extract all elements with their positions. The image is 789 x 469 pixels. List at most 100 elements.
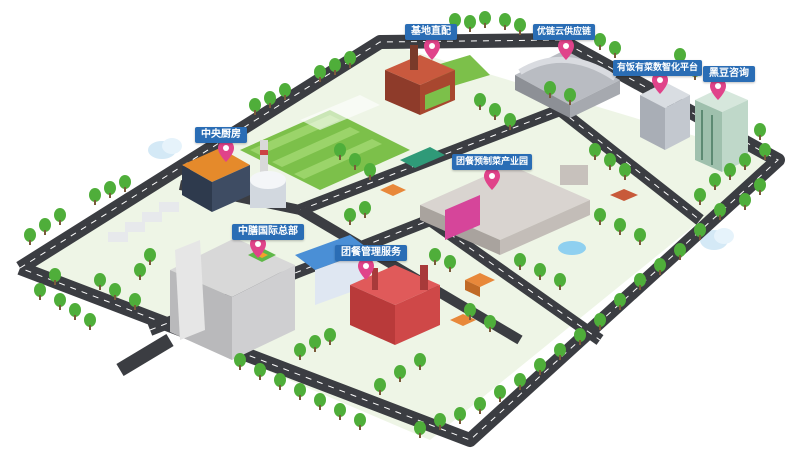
tree	[444, 255, 456, 269]
tree	[739, 193, 751, 207]
tree-trunk	[354, 165, 356, 170]
tree	[634, 228, 646, 242]
label-youfan-pingtai[interactable]: 有饭有菜数智化平台	[613, 60, 703, 76]
building-heidou	[695, 88, 748, 172]
tree	[344, 208, 356, 222]
tree	[514, 373, 526, 387]
tree	[674, 243, 686, 257]
tree-trunk	[699, 235, 701, 240]
tree	[674, 48, 686, 62]
tree-trunk	[299, 355, 301, 360]
tree	[604, 153, 616, 167]
tree-trunk	[614, 53, 616, 58]
tree	[89, 188, 101, 202]
tree-trunk	[284, 95, 286, 100]
tree	[514, 18, 526, 32]
tree-trunk	[519, 265, 521, 270]
tree-trunk	[339, 155, 341, 160]
tree	[724, 163, 736, 177]
tree	[324, 328, 336, 342]
tree-trunk	[624, 175, 626, 180]
tree	[554, 343, 566, 357]
tree	[464, 15, 476, 29]
tree-trunk	[469, 315, 471, 320]
tree	[374, 378, 386, 392]
tree-trunk	[519, 30, 521, 35]
tree	[109, 283, 121, 297]
tree-trunk	[679, 255, 681, 260]
tree	[119, 175, 131, 189]
tree-trunk	[419, 365, 421, 370]
tree-trunk	[559, 355, 561, 360]
tree	[354, 413, 366, 427]
tree-trunk	[99, 285, 101, 290]
label-tuancan-yuzhicai-chanyeyuan[interactable]: 团餐预制菜产业园	[452, 154, 533, 170]
label-zhongyang-chufang[interactable]: 中央厨房	[195, 127, 247, 143]
tree	[739, 153, 751, 167]
location-pin-dot	[563, 43, 569, 49]
tree-trunk	[579, 340, 581, 345]
location-pin-dot	[657, 77, 663, 83]
tree-trunk	[479, 409, 481, 414]
location-pin-dot	[489, 173, 495, 179]
tree	[134, 263, 146, 277]
tree	[564, 88, 576, 102]
tree-trunk	[434, 260, 436, 265]
tree	[129, 293, 141, 307]
tree-trunk	[109, 193, 111, 198]
tree	[514, 253, 526, 267]
tree	[104, 181, 116, 195]
tree-trunk	[619, 230, 621, 235]
building-tuancan-guanli	[350, 265, 440, 345]
label-tuancan-guanli-fuwu[interactable]: 团餐管理服务	[335, 245, 407, 261]
tree-trunk	[449, 267, 451, 272]
tree-trunk	[619, 305, 621, 310]
tree	[594, 33, 606, 47]
tree-trunk	[254, 110, 256, 115]
tree	[709, 173, 721, 187]
tree	[589, 143, 601, 157]
location-pin-dot	[363, 263, 369, 269]
tree-trunk	[494, 115, 496, 120]
tree-trunk	[139, 275, 141, 280]
tree-trunk	[359, 425, 361, 430]
building-zhongju-hq	[170, 235, 370, 360]
building-youfan	[640, 82, 690, 150]
tree	[544, 81, 556, 95]
tree-trunk	[29, 240, 31, 245]
tree	[349, 153, 361, 167]
tree-trunk	[469, 27, 471, 32]
label-zhongju-guoji-zongbu[interactable]: 中膳国际总部	[232, 224, 304, 240]
tree-trunk	[369, 175, 371, 180]
tree-trunk	[484, 23, 486, 28]
tree	[619, 163, 631, 177]
tree	[489, 103, 501, 117]
label-jidi-zhipei[interactable]: 基地直配	[405, 24, 457, 40]
tree	[414, 421, 426, 435]
tree	[614, 293, 626, 307]
tree-trunk	[54, 280, 56, 285]
label-youlian-gongyinglian[interactable]: 优链云供应链	[533, 24, 596, 40]
tree-trunk	[594, 155, 596, 160]
tree	[574, 328, 586, 342]
tree-trunk	[719, 215, 721, 220]
tree	[474, 93, 486, 107]
tree-trunk	[489, 327, 491, 332]
tree	[144, 248, 156, 262]
tree	[759, 143, 771, 157]
tree-trunk	[509, 125, 511, 130]
tree	[264, 91, 276, 105]
label-heidou-zixun[interactable]: 黑豆咨询	[703, 66, 755, 82]
tree-trunk	[314, 347, 316, 352]
tree-trunk	[559, 285, 561, 290]
tree-trunk	[714, 185, 716, 190]
tree-trunk	[349, 220, 351, 225]
tree-trunk	[39, 295, 41, 300]
tree	[484, 315, 496, 329]
tree-trunk	[89, 325, 91, 330]
tree	[414, 353, 426, 367]
tree	[474, 397, 486, 411]
tree-trunk	[639, 285, 641, 290]
tree	[39, 218, 51, 232]
